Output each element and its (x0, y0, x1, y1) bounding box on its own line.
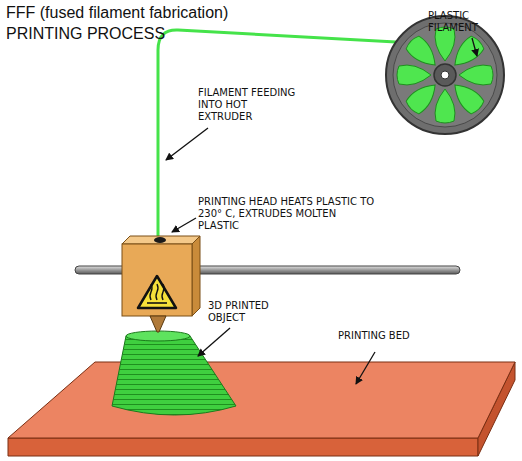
extruder-head (122, 236, 200, 332)
part-label: 3D PRINTED OBJECT (208, 300, 288, 324)
printing-bed (8, 362, 515, 456)
process-note: PRINTING HEAD HEATS PLASTIC TO 230° C, E… (198, 196, 378, 232)
process-note: FILAMENT FEEDING INTO HOT EXTRUDER (198, 87, 298, 123)
filament-spool (386, 16, 504, 134)
hot-surface-warning-symbol (138, 276, 176, 308)
part-label: PRINTING BED (338, 330, 448, 342)
leader-arrows (166, 38, 477, 384)
filament-strand (158, 30, 396, 242)
diagram-title: FFF (fused filament fabrication) PRINTIN… (6, 2, 274, 44)
printed-object (112, 331, 236, 415)
part-label: PLASTIC FILAMENT (428, 10, 508, 34)
